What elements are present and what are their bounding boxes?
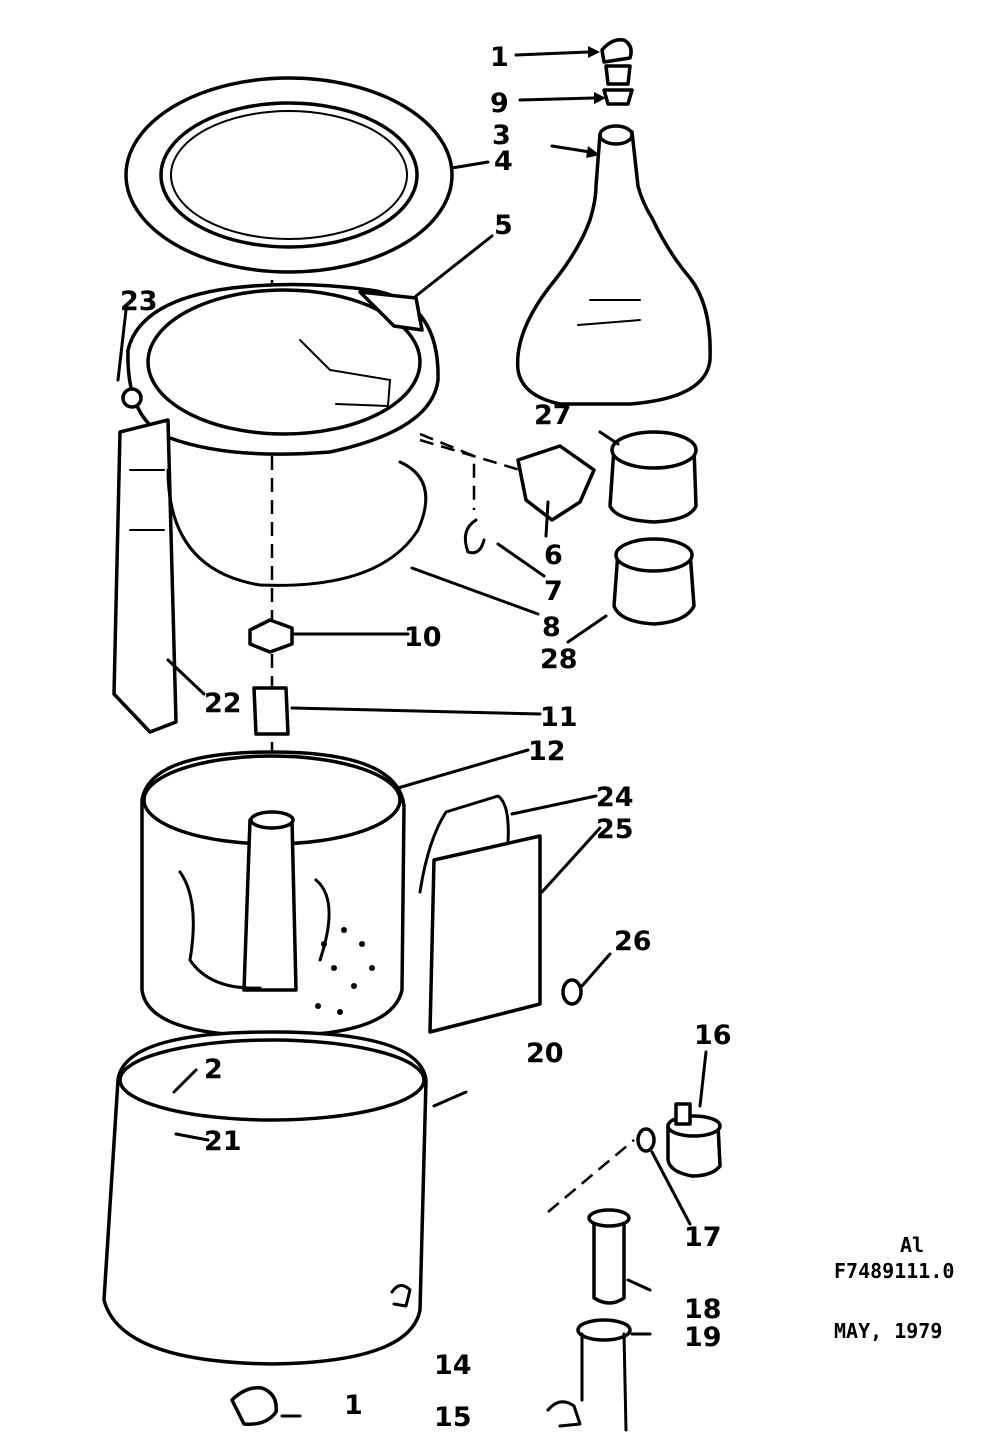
callout-21: 21 — [204, 1126, 242, 1157]
callout-10: 10 — [404, 622, 442, 653]
part-25-filter-panel — [428, 834, 542, 1034]
callout-7: 7 — [544, 576, 563, 607]
part-12-spin-basket — [140, 750, 406, 1038]
part-22-side-panel — [112, 418, 178, 734]
part-6-bracket — [516, 444, 596, 522]
callout-1-bottom: 1 — [344, 1390, 363, 1421]
callout-28: 28 — [540, 644, 578, 675]
part-26-plug — [561, 978, 583, 1006]
callout-15: 15 — [434, 1402, 472, 1433]
part-5-tub-top — [126, 282, 440, 456]
part-3-agitator — [515, 125, 712, 406]
part-4-tub-ring — [124, 76, 454, 274]
drawing-date: MAY, 1979 — [834, 1319, 942, 1343]
callout-22: 22 — [204, 688, 242, 719]
part-7-clip — [463, 518, 486, 555]
callout-17: 17 — [684, 1222, 722, 1253]
drawing-code: Al — [900, 1233, 924, 1257]
callout-27: 27 — [534, 400, 572, 431]
callout-25: 25 — [596, 814, 634, 845]
callout-11: 11 — [540, 702, 578, 733]
part-15-fitting — [230, 1386, 278, 1426]
callout-8: 8 — [542, 612, 561, 643]
part-9-clip — [602, 88, 634, 106]
part-11-coupling — [252, 686, 290, 736]
callout-4: 4 — [494, 146, 513, 177]
callout-2: 2 — [204, 1054, 223, 1085]
callout-1-top: 1 — [490, 42, 509, 73]
part-18-shaft — [587, 1208, 631, 1305]
part-23-screw — [121, 387, 143, 409]
part-16-pump — [666, 1102, 722, 1178]
callout-24: 24 — [596, 782, 634, 813]
callout-18: 18 — [684, 1294, 722, 1325]
callout-3: 3 — [492, 120, 511, 151]
callout-26: 26 — [614, 926, 652, 957]
part-24-strap — [418, 794, 510, 894]
leader-lines — [116, 46, 708, 1418]
callout-20: 20 — [526, 1038, 564, 1069]
part-19-hub — [546, 1318, 632, 1432]
part-27-cap — [608, 430, 698, 524]
callout-5: 5 — [494, 210, 513, 241]
callout-12: 12 — [528, 736, 566, 767]
callout-9: 9 — [490, 88, 509, 119]
part-1-cap — [600, 37, 633, 86]
callout-16: 16 — [694, 1020, 732, 1051]
agitator-top — [598, 124, 634, 146]
callout-19: 19 — [684, 1322, 722, 1353]
part-17-seal — [636, 1127, 656, 1153]
outer-tub — [102, 1030, 428, 1366]
part-28-cap — [612, 537, 696, 626]
part-number: F7489111.0 — [834, 1259, 954, 1283]
callout-6: 6 — [544, 540, 563, 571]
callout-14: 14 — [434, 1350, 472, 1381]
part-8-hose-ring — [166, 460, 428, 587]
callout-23: 23 — [120, 286, 158, 317]
part-10-nut — [248, 618, 294, 654]
